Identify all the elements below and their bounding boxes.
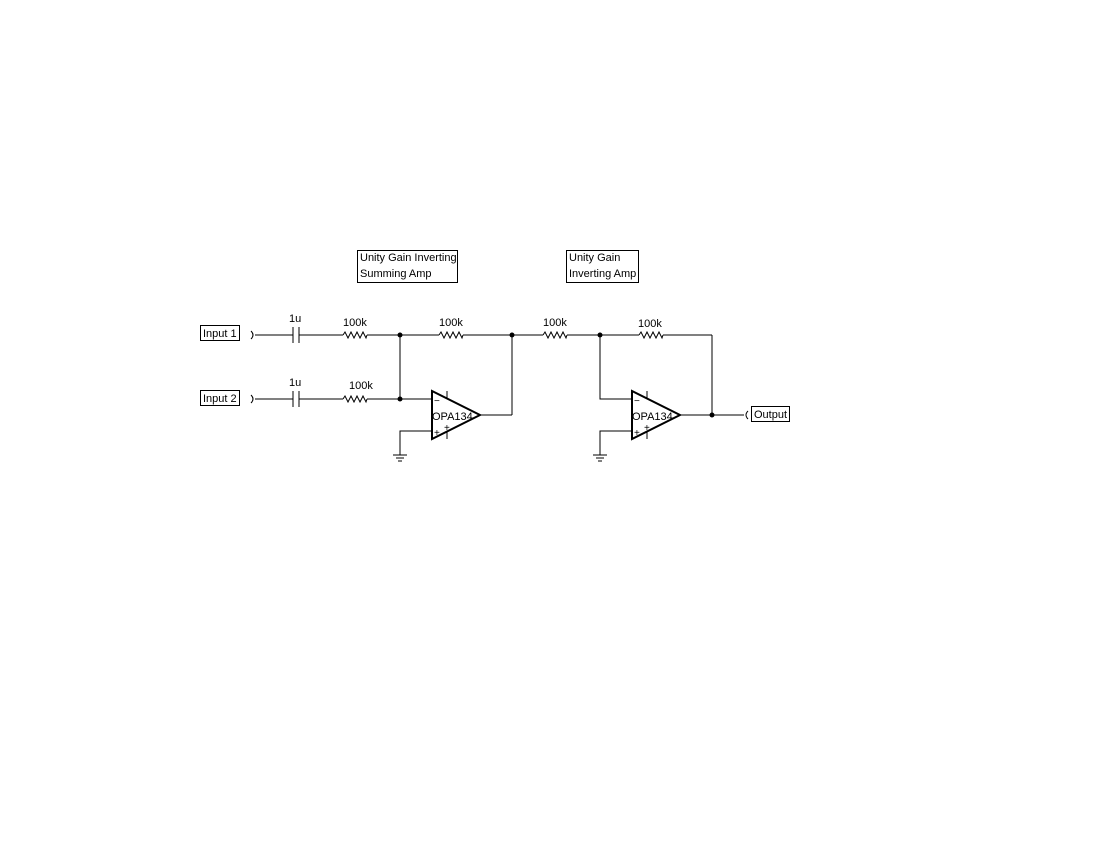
capacitor-c2: 1u [289, 377, 301, 407]
rf2-value: 100k [638, 318, 662, 330]
input1-label: Input 1 [203, 328, 237, 340]
output-port[interactable]: Output [751, 406, 790, 422]
note-summing-line1: Unity Gain Inverting [360, 252, 457, 264]
u1-part: OPA134 [432, 411, 473, 423]
input1-connector-icon [250, 330, 254, 340]
resistor-r-stage2-in: 100k [542, 317, 568, 340]
u2-part: OPA134 [632, 411, 673, 423]
opamp-u2: − + + OPA134 [631, 389, 683, 441]
input1-port[interactable]: Input 1 [200, 325, 240, 341]
capacitor-c1: 1u [289, 313, 301, 343]
resistor-rf2: 100k [638, 318, 664, 340]
input2-label: Input 2 [203, 393, 237, 405]
u1-plus-pin: + [434, 428, 440, 439]
resistor-rf1: 100k [438, 317, 464, 340]
u2-plus-pin: + [634, 428, 640, 439]
u1-supply-plus: + [444, 423, 450, 434]
r2-value: 100k [349, 380, 373, 392]
resistor-r2: 100k [342, 380, 373, 404]
opamp-u1: − + + OPA134 [431, 389, 483, 441]
ground-icon [593, 454, 607, 462]
note-summing-amp: Unity Gain Inverting Summing Amp [357, 250, 458, 283]
note-inverting-amp: Unity Gain Inverting Amp [566, 250, 639, 283]
c2-value: 1u [289, 377, 301, 389]
input2-connector-icon [250, 394, 254, 404]
r-stage2-in-value: 100k [543, 317, 567, 329]
output-connector-icon [745, 410, 749, 420]
note-inverting-line2: Inverting Amp [569, 268, 636, 280]
ground-icon [393, 454, 407, 462]
note-summing-line2: Summing Amp [360, 268, 432, 280]
c1-value: 1u [289, 313, 301, 325]
junction-node [709, 412, 715, 418]
input2-port[interactable]: Input 2 [200, 390, 240, 406]
rf1-value: 100k [439, 317, 463, 329]
output-label: Output [754, 409, 787, 421]
u2-minus-pin: − [634, 396, 640, 407]
note-inverting-line1: Unity Gain [569, 252, 620, 264]
resistor-r1: 100k [342, 317, 368, 340]
r1-value: 100k [343, 317, 367, 329]
u2-supply-plus: + [644, 423, 650, 434]
u1-minus-pin: − [434, 396, 440, 407]
